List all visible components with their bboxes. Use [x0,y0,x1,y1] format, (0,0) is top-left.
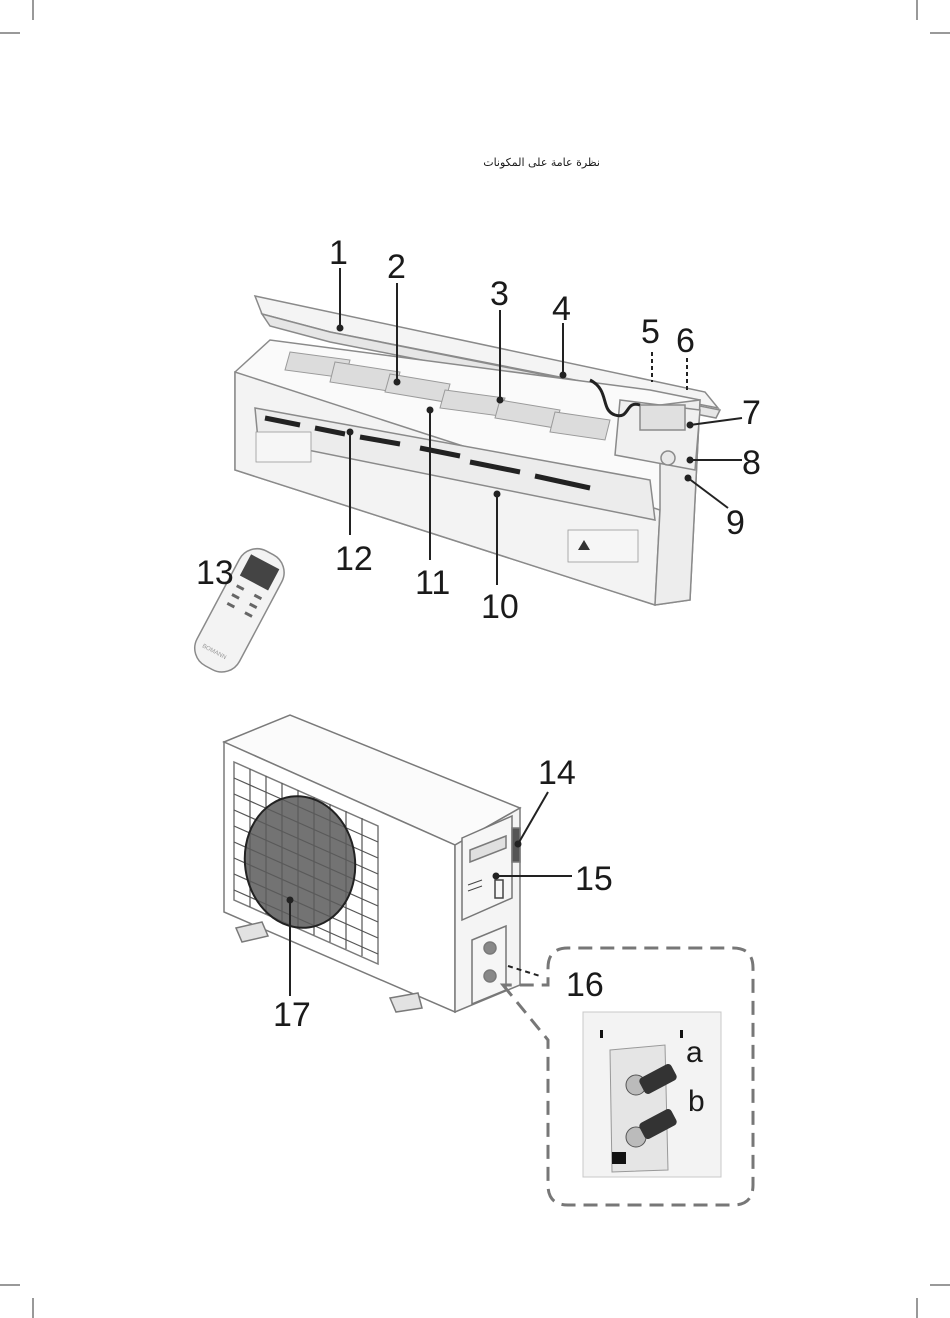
callout-15: 15 [575,860,613,898]
callout-16: 16 [566,966,604,1004]
callout-4: 4 [552,290,571,328]
callout-14: 14 [538,754,576,792]
callout-8: 8 [742,444,761,482]
outdoor-unit [224,715,520,1012]
callout-6: 6 [676,322,695,360]
callout-9: 9 [726,504,745,542]
valve-detail-callout: a b [503,948,753,1205]
warning-label [568,530,638,562]
callout-3: 3 [490,275,509,313]
valve-plate [472,926,506,1004]
callout-10: 10 [481,588,519,626]
callout-1: 1 [329,234,348,272]
detail-label-b: b [688,1085,705,1118]
callout-17: 17 [273,996,311,1034]
callout-13: 13 [196,554,234,592]
callout-7: 7 [742,394,761,432]
detail-label-a: a [686,1036,703,1069]
callout-12: 12 [335,540,373,578]
callout-2: 2 [387,248,406,286]
callout-11: 11 [415,564,450,602]
callout-5: 5 [641,313,660,351]
